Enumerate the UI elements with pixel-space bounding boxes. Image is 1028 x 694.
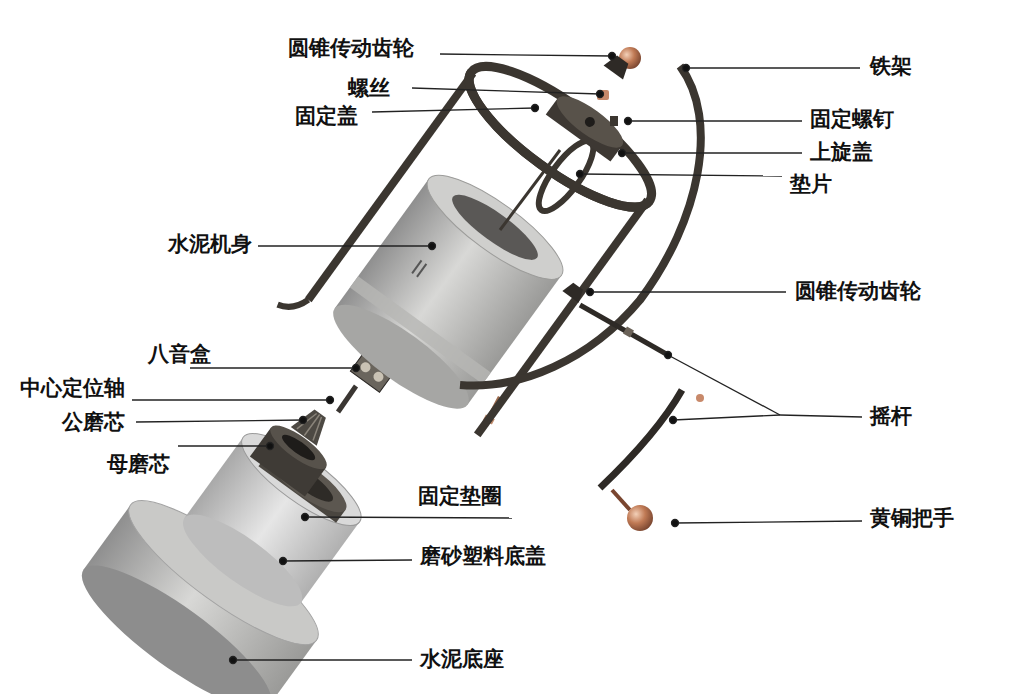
part-label: 圆锥传动齿轮 xyxy=(795,279,921,304)
part-label: 固定螺钉 xyxy=(810,107,894,132)
part-label: 水泥底座 xyxy=(420,647,504,672)
part-label: 中心定位轴 xyxy=(20,376,125,401)
part-label: 固定垫圈 xyxy=(418,484,502,509)
part-label: 摇杆 xyxy=(870,404,912,429)
part-label: 固定盖 xyxy=(295,104,358,129)
part-label: 铁架 xyxy=(870,54,912,79)
part-label: 圆锥传动齿轮 xyxy=(288,36,414,61)
leader-lines xyxy=(132,53,862,664)
part-label: 公磨芯 xyxy=(62,410,125,435)
part-label: 垫片 xyxy=(790,172,832,197)
part-label: 上旋盖 xyxy=(810,140,873,165)
part-label: 螺丝 xyxy=(348,76,390,101)
part-label: 磨砂塑料底盖 xyxy=(420,544,546,569)
part-label: 黄铜把手 xyxy=(870,506,954,531)
part-label: 母磨芯 xyxy=(107,452,170,477)
part-label: 八音盒 xyxy=(148,342,211,367)
part-label: 水泥机身 xyxy=(168,232,252,257)
